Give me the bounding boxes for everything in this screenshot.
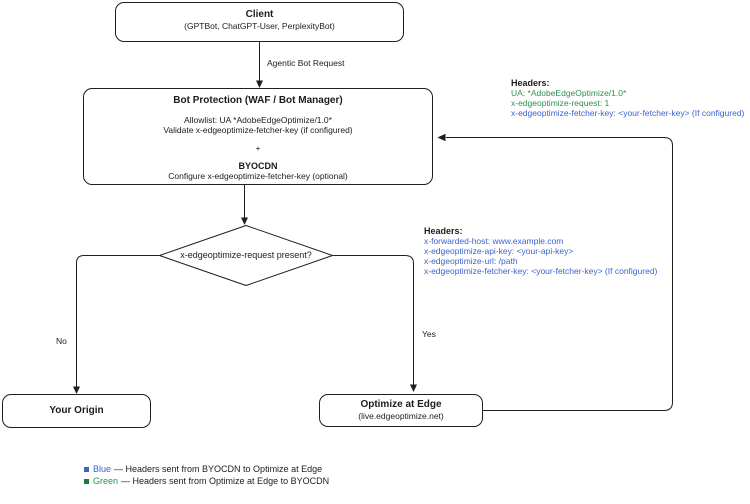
arrowhead-down-yes <box>410 384 417 392</box>
arrow-response-loop <box>446 137 673 411</box>
request-header-fetcher-key: x-edgeoptimize-fetcher-key: <your-fetche… <box>424 266 658 276</box>
request-headers-block: Headers: x-forwarded-host: www.example.c… <box>424 226 657 276</box>
request-header-api-key: x-edgeoptimize-api-key: <your-api-key> <box>424 246 574 256</box>
bot-protection-plus: + <box>255 143 261 153</box>
legend-item-blue: Blue — Headers sent from BYOCDN to Optim… <box>84 463 329 475</box>
yes-branch-label: Yes <box>421 329 437 339</box>
request-headers-label: Headers: <box>424 226 463 236</box>
green-square-icon <box>84 478 89 484</box>
request-header-forwarded-host: x-forwarded-host: www.example.com <box>424 236 564 246</box>
optimize-at-edge-subtitle: (live.edgeoptimize.net) <box>358 411 444 421</box>
arrowhead-down-no <box>73 386 80 394</box>
bot-protection-title: Bot Protection (WAF / Bot Manager) <box>173 95 343 106</box>
bot-protection-node: Bot Protection (WAF / Bot Manager) Allow… <box>83 88 433 185</box>
legend-item-green: Green — Headers sent from Optimize at Ed… <box>84 475 329 487</box>
response-headers-label: Headers: <box>511 78 550 88</box>
arrow-no-branch <box>76 255 159 387</box>
no-branch-label: No <box>55 336 68 346</box>
blue-square-icon <box>84 466 89 472</box>
legend-text-blue: — Headers sent from BYOCDN to Optimize a… <box>114 464 323 474</box>
byocdn-configure: Configure x-edgeoptimize-fetcher-key (op… <box>168 171 348 181</box>
legend-term-blue: Blue <box>93 464 112 474</box>
arrow-yes-branch <box>333 255 414 385</box>
byocdn-title: BYOCDN <box>238 161 278 171</box>
arrowhead-down-1 <box>256 80 263 88</box>
request-header-url: x-edgeoptimize-url: /path <box>424 256 518 266</box>
optimize-at-edge-title: Optimize at Edge <box>360 399 442 410</box>
response-header-ua: UA: *AdobeEdgeOptimize/1.0* <box>511 88 627 98</box>
legend-text-green: — Headers sent from Optimize at Edge to … <box>121 476 330 486</box>
your-origin-node: Your Origin <box>2 394 151 428</box>
client-node: Client (GPTBot, ChatGPT-User, Perplexity… <box>115 2 404 42</box>
legend: Blue — Headers sent from BYOCDN to Optim… <box>84 463 329 487</box>
response-header-request: x-edgeoptimize-request: 1 <box>511 98 610 108</box>
response-headers-block: Headers: UA: *AdobeEdgeOptimize/1.0* x-e… <box>511 78 744 118</box>
optimize-at-edge-node: Optimize at Edge (live.edgeoptimize.net) <box>319 394 483 427</box>
client-subtitle: (GPTBot, ChatGPT-User, PerplexityBot) <box>184 21 335 31</box>
response-header-fetcher-key: x-edgeoptimize-fetcher-key: <your-fetche… <box>511 108 745 118</box>
decision-diamond-shape <box>159 225 333 286</box>
legend-term-green: Green <box>93 476 119 486</box>
bot-protection-allowlist: Allowlist: UA *AdobeEdgeOptimize/1.0* <box>184 115 332 125</box>
arrowhead-down-2 <box>241 217 248 225</box>
agentic-bot-request-label: Agentic Bot Request <box>266 58 346 68</box>
client-title: Client <box>245 9 274 20</box>
arrowhead-left-loop <box>437 133 446 142</box>
your-origin-title: Your Origin <box>49 405 104 416</box>
decision-diamond-text: x-edgeoptimize-request present? <box>180 250 312 260</box>
bot-protection-validate: Validate x-edgeoptimize-fetcher-key (if … <box>163 125 353 135</box>
